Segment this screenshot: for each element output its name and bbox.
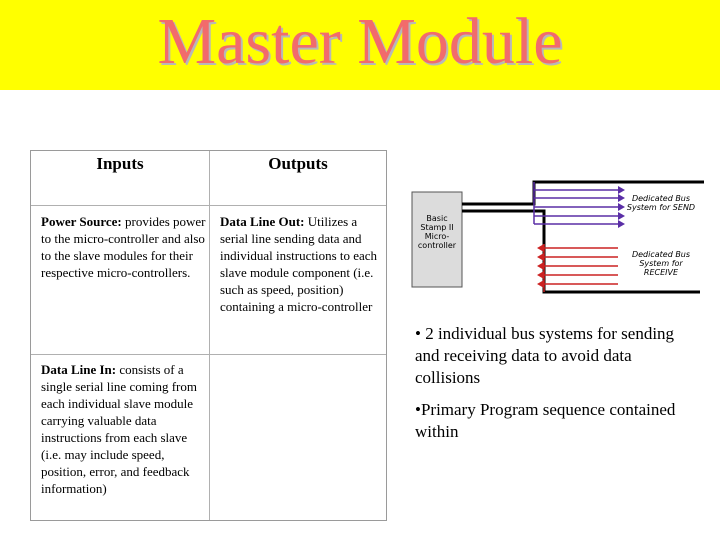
row-divider: [31, 354, 386, 355]
basic-stamp-box: [411, 191, 463, 288]
page-title: Master Module: [157, 5, 563, 78]
arrowhead: [537, 271, 544, 279]
arrowhead: [537, 244, 544, 252]
io-table: Inputs Outputs Power Source: provides po…: [30, 150, 387, 521]
arrowhead: [618, 203, 625, 211]
receive-bus-label: Dedicated Bus System for RECEIVE: [631, 250, 691, 277]
bullet-bus-systems: • 2 individual bus systems for sending a…: [415, 324, 675, 387]
bullet-program-sequence: •Primary Program sequence contained with…: [415, 400, 676, 441]
arrowhead: [618, 194, 625, 202]
arrowhead: [537, 280, 544, 288]
row-divider: [31, 205, 386, 206]
column-divider: [209, 151, 210, 520]
power-source-label: Power Source:: [41, 214, 122, 229]
title-band: [0, 0, 720, 90]
data-line-in-label: Data Line In:: [41, 362, 117, 377]
arrowhead: [618, 186, 625, 194]
data-line-in-cell: Data Line In: consists of a single seria…: [41, 361, 207, 497]
arrowhead: [618, 220, 625, 228]
outputs-header: Outputs: [268, 154, 328, 173]
arrowhead: [537, 262, 544, 270]
send-bus-lines: [533, 182, 625, 228]
bus-diagram-svg: [411, 180, 704, 294]
data-line-out-cell: Data Line Out: Utilizes a serial line se…: [220, 213, 380, 315]
power-source-cell: Power Source: provides power to the micr…: [41, 213, 207, 281]
data-line-out-text: Utilizes a serial line sending data and …: [220, 214, 378, 314]
arrowhead: [618, 212, 625, 220]
receive-bus-lines: [537, 244, 618, 292]
bus-diagram: Basic Stamp II Micro-controller Dedicate…: [410, 180, 710, 305]
send-bus-label: Dedicated Bus System for SEND: [626, 194, 696, 212]
basic-stamp-label: Basic Stamp II Micro-controller: [417, 214, 457, 250]
data-line-in-text: consists of a single serial line coming …: [41, 362, 197, 496]
arrowhead: [537, 253, 544, 261]
data-line-out-label: Data Line Out:: [220, 214, 305, 229]
inputs-header: Inputs: [96, 154, 144, 173]
power-source-text: provides power to the micro-controller a…: [41, 214, 206, 280]
